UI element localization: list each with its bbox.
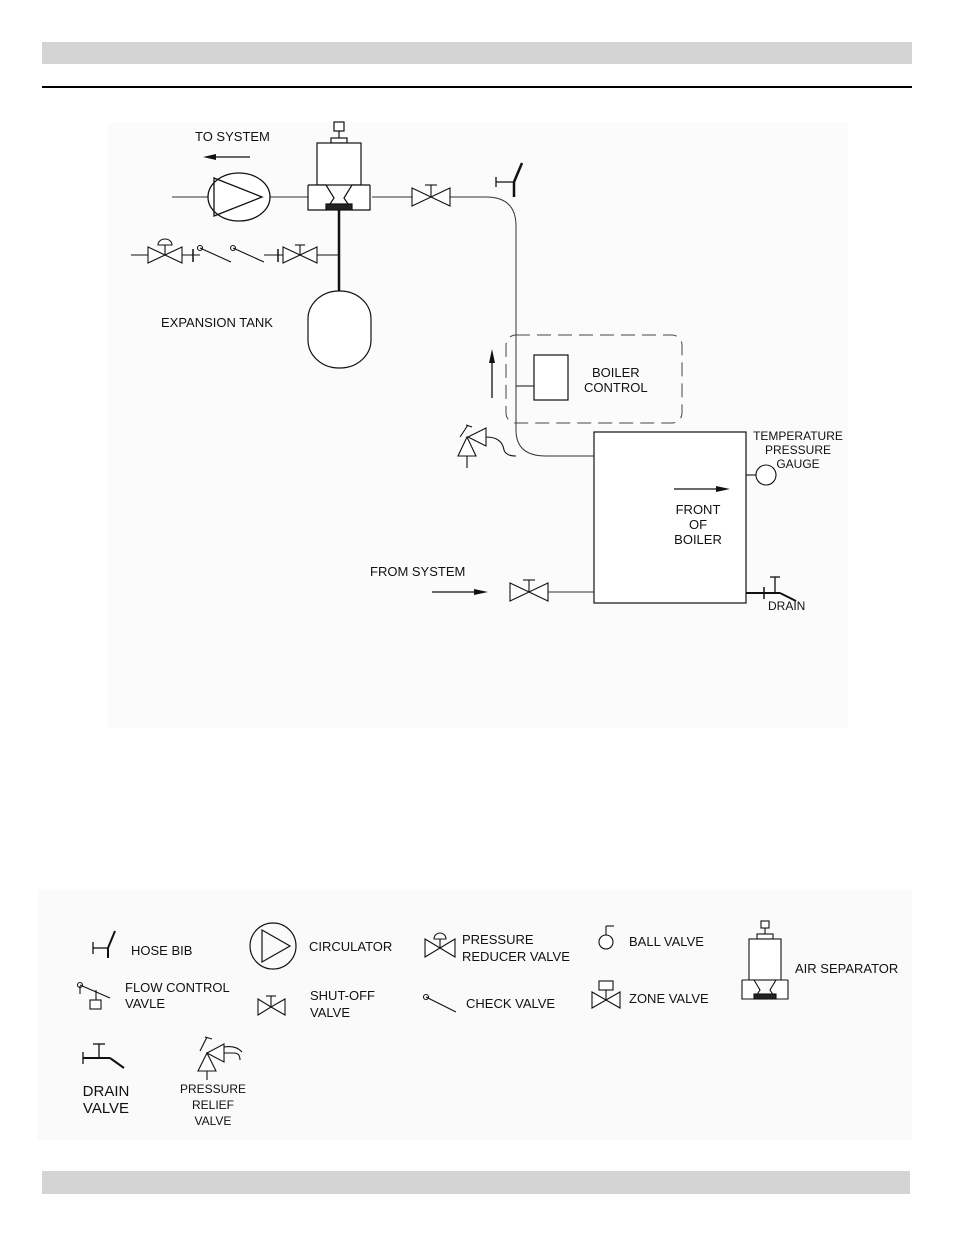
legend-flow-control-label-1: FLOW CONTROL (125, 980, 230, 995)
legend-background (38, 890, 912, 1140)
legend-shutoff-valve-label-1: SHUT-OFF (310, 988, 375, 1003)
legend-pressure-relief-label-1: PRESSURE (180, 1082, 246, 1096)
legend-pressure-reducer-label-1: PRESSURE (462, 932, 534, 947)
legend-ball-valve-label: BALL VALVE (629, 934, 704, 949)
legend-flow-control-label-2: VAVLE (125, 996, 165, 1011)
legend-circulator-label: CIRCULATOR (309, 939, 392, 954)
legend-shutoff-valve-label-2: VALVE (310, 1005, 350, 1020)
legend-drain-valve-label-2: VALVE (83, 1100, 129, 1117)
legend-hose-bib-label: HOSE BIB (131, 943, 192, 958)
legend-pressure-relief-label-2: RELIEF (192, 1098, 234, 1112)
legend-zone-valve-label: ZONE VALVE (629, 991, 709, 1006)
legend-air-separator-label: AIR SEPARATOR (795, 961, 898, 976)
legend-check-valve-label: CHECK VALVE (466, 996, 555, 1011)
footer-bar (42, 1171, 910, 1194)
legend-pressure-relief-label-3: VALVE (195, 1114, 232, 1128)
legend-drain-valve-label-1: DRAIN (83, 1083, 130, 1100)
legend-pressure-reducer-label-2: REDUCER VALVE (462, 949, 570, 964)
